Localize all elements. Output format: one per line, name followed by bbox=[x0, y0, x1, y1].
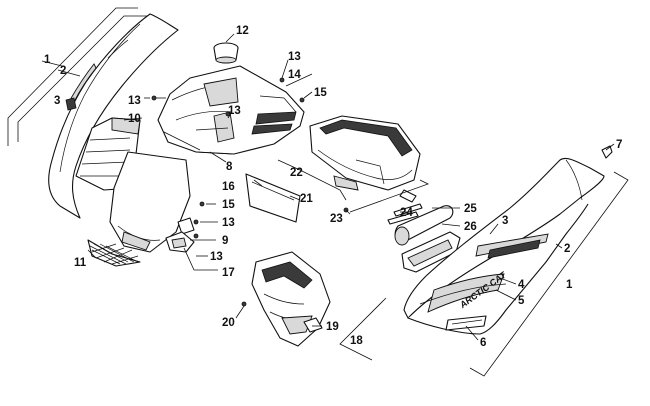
fasteners bbox=[151, 77, 349, 307]
storage-tray bbox=[309, 115, 421, 191]
group-brackets bbox=[277, 159, 430, 361]
callout-25: 25 bbox=[464, 203, 477, 215]
upper-hood bbox=[157, 65, 305, 155]
callout-1-right: 1 bbox=[566, 279, 573, 291]
callout-15-a: 15 bbox=[314, 87, 327, 99]
callout-26: 26 bbox=[464, 221, 477, 233]
callout-15-b: 15 bbox=[222, 199, 235, 211]
clips-and-tube bbox=[387, 189, 461, 273]
cap-part bbox=[213, 42, 239, 64]
callout-2-right: 2 bbox=[564, 243, 570, 255]
callout-23: 23 bbox=[330, 213, 343, 225]
callout-16: 16 bbox=[222, 181, 235, 193]
right-side-panel bbox=[403, 157, 605, 335]
clip-bracket bbox=[165, 217, 195, 253]
callout-11: 11 bbox=[74, 257, 87, 269]
windshield-piece bbox=[245, 173, 301, 223]
callout-13-d: 13 bbox=[222, 217, 235, 229]
callout-9: 9 bbox=[222, 235, 228, 247]
callout-2-left: 2 bbox=[60, 65, 66, 77]
right-bracket bbox=[469, 171, 629, 377]
callout-7: 7 bbox=[616, 139, 622, 151]
callout-13-a: 13 bbox=[128, 95, 141, 107]
callout-13-c: 13 bbox=[228, 105, 241, 117]
fastener-7 bbox=[601, 145, 613, 159]
callout-22: 22 bbox=[290, 167, 303, 179]
leader-lines bbox=[87, 33, 615, 341]
callout-8: 8 bbox=[226, 161, 233, 173]
callout-13-b: 13 bbox=[288, 51, 301, 63]
callout-14: 14 bbox=[288, 69, 301, 81]
callout-17: 17 bbox=[222, 267, 235, 279]
callout-labels: 1 2 3 10 12 13 13 14 15 13 8 16 15 13 9 … bbox=[44, 25, 622, 349]
callout-18: 18 bbox=[350, 335, 363, 347]
callout-10: 10 bbox=[128, 113, 141, 125]
callout-1-left: 1 bbox=[44, 54, 51, 66]
callout-24: 24 bbox=[400, 207, 413, 219]
callout-12: 12 bbox=[236, 25, 249, 37]
left-bracket bbox=[7, 7, 148, 146]
callout-13-e: 13 bbox=[210, 251, 223, 263]
callout-20: 20 bbox=[222, 317, 235, 329]
callout-3-right: 3 bbox=[502, 215, 508, 227]
left-side-panel bbox=[48, 13, 179, 219]
callout-4: 4 bbox=[518, 279, 525, 291]
belly-pan bbox=[251, 251, 331, 347]
callout-6: 6 bbox=[480, 337, 486, 349]
callout-21: 21 bbox=[300, 193, 313, 205]
lower-front-panel bbox=[109, 151, 191, 253]
callout-5: 5 bbox=[518, 295, 525, 307]
callout-19: 19 bbox=[326, 321, 339, 333]
callout-3-left: 3 bbox=[54, 95, 60, 107]
